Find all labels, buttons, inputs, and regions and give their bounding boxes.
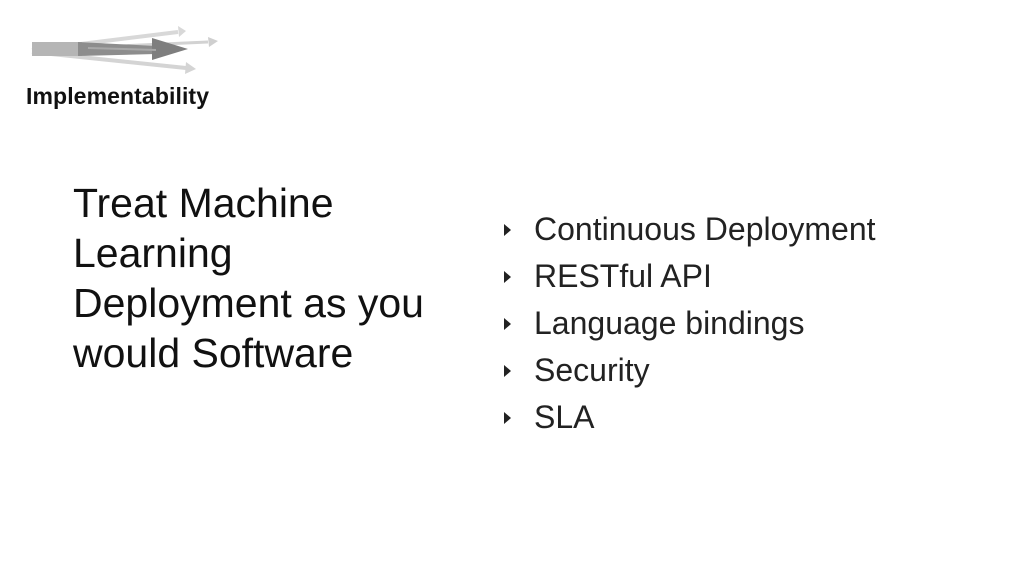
triangle-bullet-icon — [504, 223, 511, 236]
triangle-bullet-icon — [504, 364, 511, 377]
bullet-text: Security — [534, 352, 650, 388]
bullet-text: SLA — [534, 399, 595, 435]
bullet-item: Language bindings — [500, 300, 876, 347]
bullet-item: Continuous Deployment — [500, 206, 876, 253]
converging-arrows-icon — [31, 26, 218, 74]
bullet-item: SLA — [500, 394, 876, 441]
bullet-text: Language bindings — [534, 305, 805, 341]
bullet-item: RESTful API — [500, 253, 876, 300]
triangle-bullet-icon — [504, 270, 511, 283]
bullet-item: Security — [500, 347, 876, 394]
section-label: Implementability — [26, 83, 210, 109]
bullet-list: Continuous Deployment RESTful API Langua… — [500, 206, 876, 441]
bullet-text: Continuous Deployment — [534, 211, 876, 247]
bullet-text: RESTful API — [534, 258, 712, 294]
slide-headline: Treat Machine Learning Deployment as you… — [73, 180, 424, 376]
triangle-bullet-icon — [504, 317, 511, 330]
triangle-bullet-icon — [504, 411, 511, 424]
